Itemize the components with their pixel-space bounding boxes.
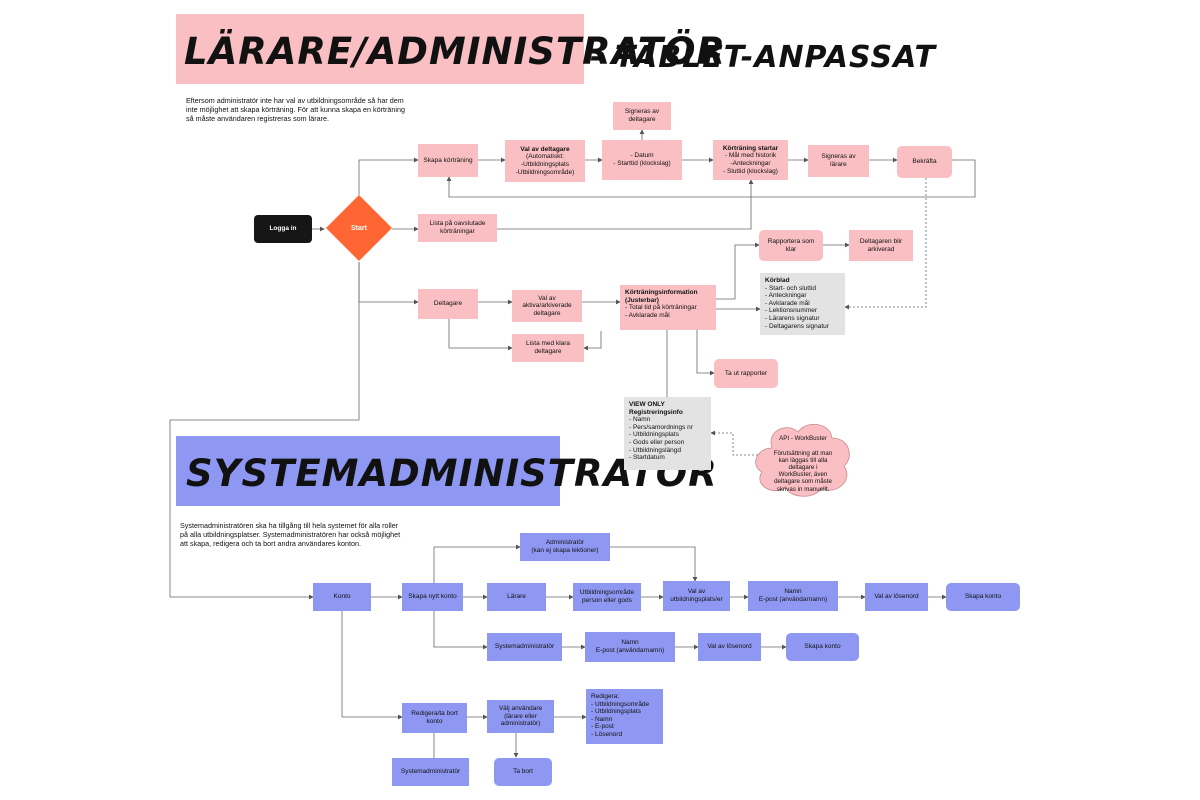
teacher-section-title: LÄRARE/ADMINISTRATÖR: [184, 30, 726, 73]
val-aktiva-node: Val av aktiva/arkiverade deltagare: [512, 290, 582, 322]
korblad-body: - Start- och sluttid - Anteckningar - Av…: [765, 284, 829, 330]
kortraning-startar-title: Körträning startar: [722, 144, 779, 152]
val-av-deltagare-node: Val av deltagare (Automatiskt: -Utbildni…: [505, 140, 585, 182]
systemadministrator-node-2: Systemadministratör: [392, 758, 469, 786]
lista-oavslutade-node: Lista på oavslutade körträningar: [418, 214, 497, 242]
teacher-title-band: [176, 14, 584, 84]
val-utbildningsplats-node: Val av utbildningsplats/er: [663, 581, 730, 611]
sysadmin-title-band: [176, 436, 560, 506]
systemadministrator-node-1: Systemadministratör: [487, 633, 562, 661]
redigera-list-body: - Utbildningsområde - Utbildningsplats -…: [591, 700, 650, 738]
korblad-title: Körblad: [765, 277, 790, 284]
deltagare-node: Deltagare: [418, 289, 478, 319]
datum-starttid-node: - Datum - Starttid (klockslag): [602, 140, 682, 180]
teacher-note: Eftersom administratör inte har val av u…: [186, 96, 405, 123]
val-losenord-node-2: Val av lösenord: [698, 633, 761, 661]
skapa-nytt-konto-node: Skapa nytt konto: [402, 583, 463, 611]
signeras-larare-node: Signeras av lärare: [808, 145, 869, 177]
api-workbuster-body: Förutsättning att man kan läggas till al…: [773, 449, 833, 493]
teacher-section-subtitle: - TABLET-ANPASSAT: [590, 40, 936, 75]
skapa-kortraning-node: Skapa körträning: [418, 144, 478, 177]
rapportera-klar-node: Rapportera som klar: [759, 230, 823, 261]
kortraning-startar-node: Körträning startar - Mål med historik -A…: [713, 140, 788, 180]
utbildningsomrade-node: Utbildningsområde person eller gods: [573, 583, 641, 611]
korblad-node: Körblad - Start- och sluttid - Antecknin…: [760, 273, 845, 335]
val-av-deltagare-title: Val av deltagare: [520, 145, 570, 153]
lista-klara-node: Lista med klara deltagare: [512, 334, 584, 362]
redigera-konto-node: Redigera/ta bort konto: [402, 703, 467, 733]
kortraningsinformation-title: Körträningsinformation (Justerbar): [625, 289, 698, 304]
administrator-node: Administratör (kan ej skapa lektioner): [520, 533, 610, 561]
start-decision: Start: [326, 195, 392, 261]
view-only-node: VIEW ONLY Registreringsinfo - Namn - Per…: [624, 397, 711, 470]
val-losenord-node-1: Val av lösenord: [865, 583, 928, 611]
valj-anvandare-node: Välj användare (lärare eller administrat…: [487, 700, 554, 733]
ta-ut-rapporter-node: Ta ut rapporter: [714, 359, 778, 388]
larare-node: Lärare: [487, 583, 546, 611]
signeras-deltagare-node: Signeras av deltagare: [613, 102, 671, 130]
kortraningsinformation-body: - Total tid på körträningar - Avklarade …: [625, 304, 697, 319]
kortraningsinformation-node: Körträningsinformation (Justerbar) - Tot…: [620, 285, 716, 330]
api-workbuster-cloud: [755, 424, 850, 497]
view-only-body: - Namn - Pers/samordnings nr - Utbildnin…: [629, 416, 693, 462]
deltagaren-arkiverad-node: Deltagaren blir arkiverad: [849, 230, 913, 261]
redigera-list-title: Redigera:: [591, 693, 620, 700]
api-workbuster-text: API - WorkBuster Förutsättning att man k…: [760, 428, 846, 500]
sysadmin-note: Systemadministratören ska ha tillgång ti…: [180, 521, 401, 548]
logga-in-node: Logga in: [254, 215, 312, 243]
ta-bort-node: Ta bort: [494, 758, 552, 786]
namn-epost-node-1: Namn E-post (användarnamn): [748, 581, 838, 611]
namn-epost-node-2: Namn E-post (användarnamn): [585, 632, 675, 662]
kortraning-startar-body: - Mål med historik -Anteckningar - Slutt…: [723, 152, 778, 175]
skapa-konto-node-2: Skapa konto: [786, 633, 859, 661]
bekrafta-node: Bekräfta: [897, 146, 952, 178]
view-only-title: VIEW ONLY Registreringsinfo: [629, 401, 683, 416]
api-workbuster-title: API - WorkBuster: [779, 435, 827, 443]
start-label: Start: [351, 224, 367, 232]
konto-node: Konto: [313, 583, 371, 611]
val-av-deltagare-body: (Automatiskt: -Utbildningsplats -Utbildn…: [515, 153, 575, 176]
redigera-list-node: Redigera: - Utbildningsområde - Utbildni…: [586, 689, 663, 744]
skapa-konto-node-1: Skapa konto: [946, 583, 1020, 611]
